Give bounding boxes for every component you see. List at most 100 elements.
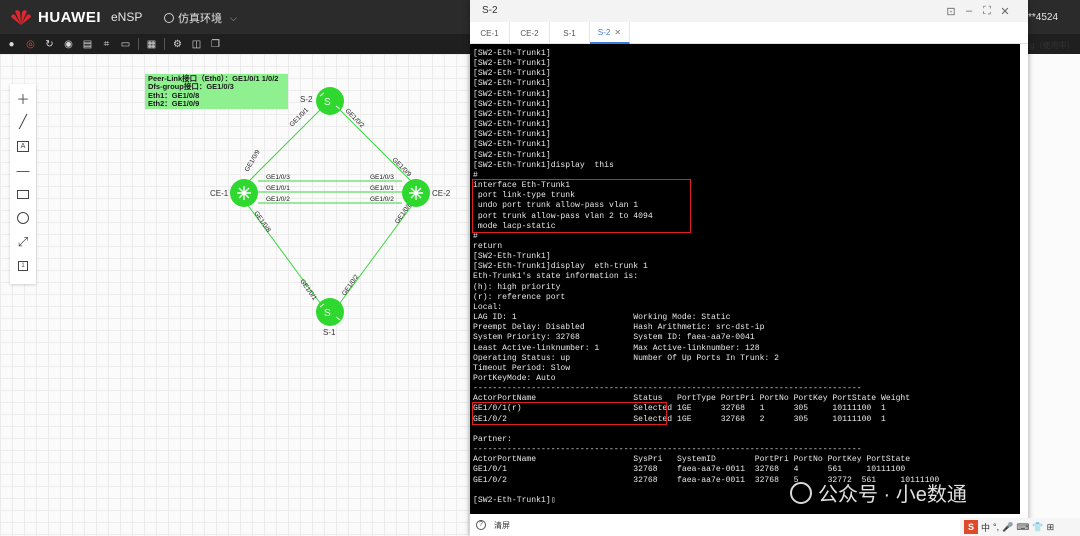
- help-icon[interactable]: ?: [476, 520, 486, 530]
- terminal-line: port trunk allow-pass vlan 2 to 4094: [473, 211, 653, 221]
- terminal-line: [473, 425, 939, 435]
- line-icon[interactable]: ╱: [19, 114, 27, 129]
- crop-icon[interactable]: ⌗: [103, 38, 110, 50]
- terminal-scrollbar[interactable]: [1020, 44, 1028, 514]
- port-label: GE1/0/1: [298, 278, 318, 302]
- console-window[interactable]: S-2 ⊡ – ⛶ ✕ CE-1 CE-2 S-1 S-2✕ [SW2-Eth-…: [470, 0, 1028, 536]
- terminal-line: (r): reference port: [473, 292, 566, 302]
- terminal[interactable]: [SW2-Eth-Trunk1][SW2-Eth-Trunk1][SW2-Eth…: [470, 44, 1028, 514]
- screen-icon[interactable]: ▭: [120, 38, 131, 50]
- terminal-line: Operating Status: up Number Of Up Ports …: [473, 353, 779, 363]
- circle-icon[interactable]: [13, 208, 33, 228]
- clear-screen-button[interactable]: 清屏: [494, 520, 510, 530]
- minimize-icon[interactable]: –: [965, 5, 973, 17]
- system-tray: S 中 °, 🎤 ⌨ 👕 ⊞: [960, 518, 1080, 536]
- tab-s1[interactable]: S-1: [550, 22, 590, 44]
- microphone-icon[interactable]: 🎤: [1002, 521, 1014, 532]
- expand-icon[interactable]: ⤢: [17, 234, 29, 249]
- terminal-line: GE1/0/2 32768 faea-aa7e-0011 32768 5 327…: [473, 475, 940, 485]
- terminal-line: [SW2-Eth-Trunk1]: [473, 69, 551, 79]
- close-icon[interactable]: ✕: [1000, 5, 1010, 18]
- window-titlebar[interactable]: S-2 ⊡ – ⛶ ✕: [470, 0, 1028, 22]
- stack-icon[interactable]: ❐: [211, 38, 220, 50]
- maximize-icon[interactable]: ⛶: [983, 4, 991, 17]
- terminal-line: [SW2-Eth-Trunk1]display this: [473, 160, 614, 170]
- device-ce2[interactable]: [402, 179, 430, 207]
- environment-label: 仿真环境: [178, 13, 222, 25]
- terminal-line: Eth-Trunk1's state information is:: [473, 272, 639, 282]
- tab-ce2[interactable]: CE-2: [510, 22, 550, 44]
- terminal-line: GE1/0/1(r) Selected 1GE 32768 1 305 1011…: [473, 404, 886, 414]
- terminal-line: (h): high priority: [473, 282, 561, 292]
- console-footer: ? 清屏: [470, 514, 1028, 536]
- tray-punct[interactable]: °,: [993, 522, 1000, 532]
- terminal-line: ActorPortName SysPri SystemID PortPri Po…: [473, 455, 911, 465]
- small-box-icon[interactable]: 1: [13, 256, 33, 276]
- device-ce1[interactable]: [230, 179, 258, 207]
- usage-status: g（使用中）: [1030, 41, 1075, 50]
- eye-icon[interactable]: ◉: [64, 38, 73, 50]
- note-line: Eth2：GE1/0/9: [148, 98, 200, 108]
- terminal-line: [SW2-Eth-Trunk1]: [473, 89, 551, 99]
- brand-name: HUAWEI: [38, 8, 101, 26]
- play-icon[interactable]: ●: [8, 38, 15, 50]
- link-s2-ce2: [336, 106, 417, 187]
- wechat-icon: [790, 481, 812, 504]
- device-label-ce1: CE-1: [210, 189, 229, 198]
- terminal-line: Partner:: [473, 434, 512, 444]
- copy-icon[interactable]: ▤: [82, 38, 93, 50]
- tab-s2[interactable]: S-2✕: [590, 22, 630, 44]
- toolbar-divider: [164, 38, 165, 50]
- terminal-line: [SW2-Eth-Trunk1]: [473, 140, 551, 150]
- settings-icon[interactable]: ⚙: [173, 38, 182, 50]
- stop-icon[interactable]: ◎: [26, 38, 35, 50]
- drawing-toolbar: ＋ ╱ A — ⤢ 1: [10, 84, 36, 284]
- device-label-s2: S-2: [300, 95, 313, 104]
- input-method-icon[interactable]: S: [964, 520, 978, 534]
- terminal-line: LAG ID: 1 Working Mode: Static: [473, 313, 731, 323]
- refresh-icon[interactable]: ↻: [45, 38, 54, 50]
- terminal-line: PortKeyMode: Auto: [473, 374, 556, 383]
- terminal-line: Timeout Period: Slow: [473, 363, 571, 373]
- terminal-line: [SW2-Eth-Trunk1]display eth-trunk 1: [473, 262, 648, 272]
- grid-icon[interactable]: ▦: [146, 38, 157, 50]
- skin-icon[interactable]: 👕: [1032, 521, 1044, 532]
- svg-text:S: S: [324, 97, 331, 108]
- hline-icon[interactable]: —: [16, 162, 30, 178]
- terminal-line: [SW2-Eth-Trunk1]: [473, 49, 551, 58]
- terminal-line: System Priority: 32768 System ID: faea-a…: [473, 333, 755, 343]
- keyboard-icon[interactable]: ⌨: [1016, 521, 1030, 532]
- grid-menu-icon[interactable]: ⊞: [1046, 521, 1055, 532]
- topology-note[interactable]: Peer-Link接口（Eth0）：GE1/0/1 1/0/2 Dfs-grou…: [145, 74, 288, 109]
- tab-label: CE-2: [520, 28, 539, 38]
- terminal-line: [SW2-Eth-Trunk1]: [473, 99, 551, 109]
- terminal-line: [SW2-Eth-Trunk1]: [473, 130, 551, 140]
- environment-select[interactable]: 仿真环境 ⌵: [164, 10, 237, 26]
- link-ce1-s2: [243, 106, 324, 187]
- terminal-line: ActorPortName Status PortType PortPri Po…: [473, 394, 911, 404]
- terminal-line: [SW2-Eth-Trunk1]▯: [473, 495, 556, 505]
- terminal-line: mode lacp-static: [473, 221, 556, 231]
- port-label: GE1/0/2: [370, 196, 394, 203]
- terminal-line: GE1/0/1 32768 faea-aa7e-0011 32768 4 561…: [473, 465, 906, 475]
- note-line: Dfs-group接口：GE1/0/3: [148, 82, 234, 92]
- watermark: 公众号 · 小e数通: [790, 478, 967, 507]
- plus-icon[interactable]: ＋: [16, 91, 30, 107]
- device-label-s1: S-1: [323, 328, 336, 337]
- tab-close-icon[interactable]: ✕: [614, 27, 622, 37]
- globe-icon: [164, 13, 174, 23]
- lock-icon[interactable]: ⊡: [946, 5, 956, 18]
- product-name: eNSP: [111, 10, 143, 24]
- port-label: GE1/0/1: [370, 185, 394, 192]
- tray-lang[interactable]: 中: [981, 522, 991, 533]
- rect-icon[interactable]: [13, 184, 33, 204]
- tab-ce1[interactable]: CE-1: [470, 22, 510, 44]
- layers-icon[interactable]: ◫: [191, 38, 202, 50]
- terminal-line: [SW2-Eth-Trunk1]: [473, 120, 551, 130]
- canvas-right-edge: [1028, 54, 1080, 536]
- device-s1[interactable]: S: [316, 298, 344, 326]
- device-s2[interactable]: S: [316, 87, 344, 115]
- toolbar-divider: [138, 38, 139, 50]
- terminal-line: [SW2-Eth-Trunk1]: [473, 252, 551, 262]
- text-icon[interactable]: A: [13, 136, 33, 156]
